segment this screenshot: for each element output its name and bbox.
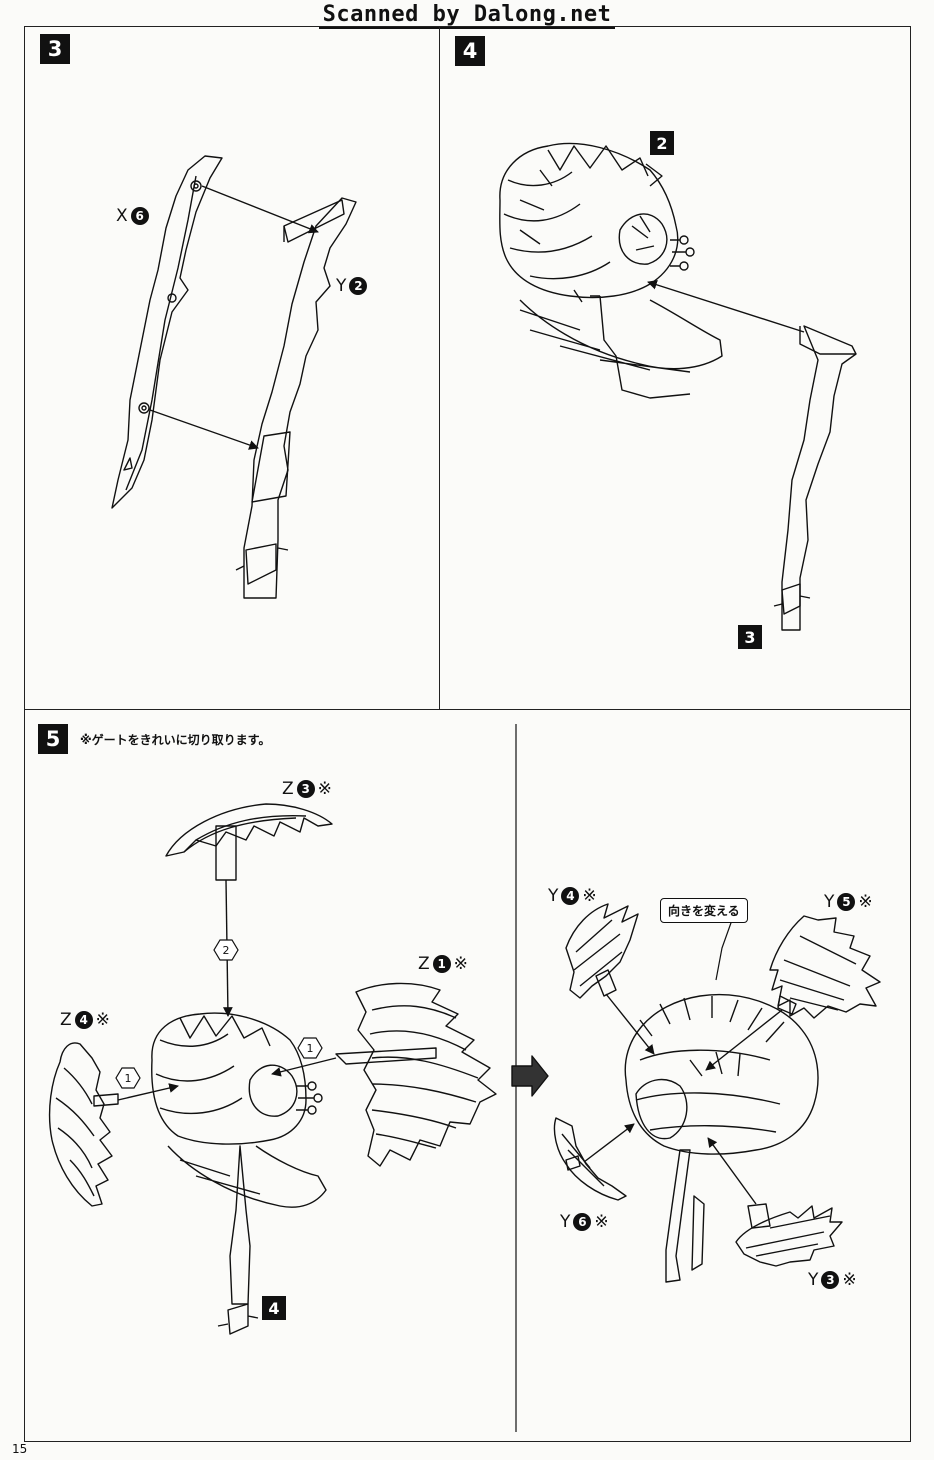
step-4-badge: 4 [455,36,485,66]
part-z1 [335,982,497,1167]
finished-head [624,993,819,1283]
head-assembly-2 [499,142,723,399]
scan-watermark: Scanned by Dalong.net [0,2,934,29]
order-marker-2: 2 [222,943,230,957]
order-marker-1-right: 1 [306,1041,314,1055]
order-marker-1-left: 1 [124,1071,132,1085]
part-number-badge: 4 [74,1011,93,1029]
part-number-badge: 6 [573,1213,592,1231]
part-y4 [565,903,639,999]
part-z3 [165,803,333,881]
part-number-badge: 1 [432,955,451,973]
part-y2 [243,197,357,599]
part-x6 [111,155,223,509]
step-5-badge: 5 [38,724,68,754]
part-number-badge: 5 [837,893,856,911]
part-number-badge: 3 [821,1271,840,1289]
ref-step-4-badge: 4 [262,1296,286,1320]
part-y6 [553,1117,627,1201]
part-z4 [48,1042,119,1207]
ref-step-2-badge: 2 [650,131,674,155]
part-number-badge: 4 [561,887,580,905]
ref-step-3-badge: 3 [738,625,762,649]
step-3-badge: 3 [40,34,70,64]
part-y2-with-x6 [781,325,857,631]
gate-cut-note: ※ゲートをきれいに切り取ります。 [80,733,271,747]
change-orientation-callout: 向きを変える [660,898,748,923]
part-y3 [735,1203,843,1267]
head-assembly-5 [151,1012,327,1335]
page-number: 15 [12,1442,28,1456]
part-y5 [769,915,881,1019]
step-5-panel [24,709,911,1442]
part-number-badge: 2 [349,277,368,295]
part-number-badge: 3 [296,780,315,798]
part-number-badge: 6 [130,207,149,225]
